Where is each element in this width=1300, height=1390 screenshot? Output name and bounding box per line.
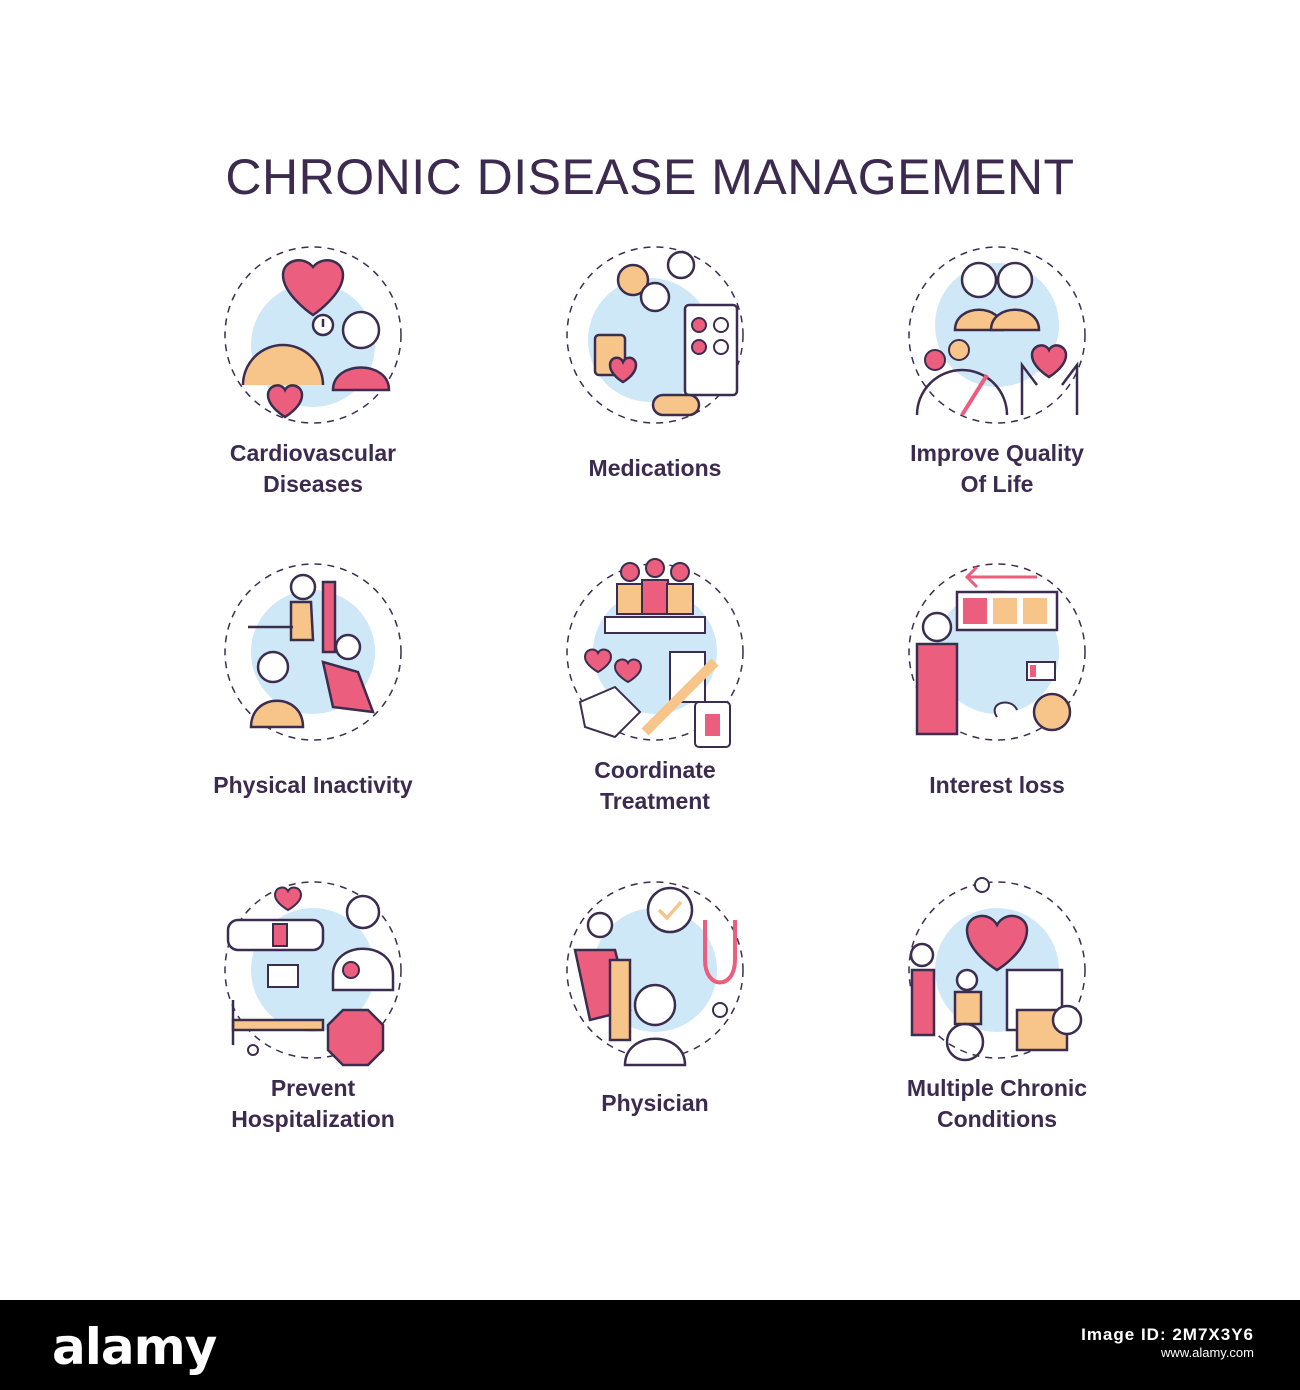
label-line: Cardiovascular [229,440,397,466]
concept-card-physician: Physician [485,870,825,1170]
concept-card-physical-inactivity: Physical Inactivity [143,552,483,852]
label-line: Of Life [960,471,1034,497]
concept-card-interest-loss: Interest loss [827,552,1167,852]
image-id: Image ID: 2M7X3Y6 [1081,1325,1254,1344]
label-line: Hospitalization [231,1106,395,1132]
label-line: Improve Quality [910,440,1084,466]
couple-gauge-icon [908,246,1086,424]
label-line: Multiple Chronic [906,1075,1088,1101]
pills-vitamins-icon [566,246,744,424]
label-line: Treatment [600,788,710,814]
concept-card-medications: Medications [485,235,825,535]
sitting-people-icon [224,563,402,741]
concept-card-multiple-chronic-conditions: Multiple Chronic Conditions [827,870,1167,1170]
label-line: Medications [588,455,722,481]
label-line: Physician [601,1090,709,1116]
wheelchair-heart-icon [908,877,1086,1062]
team-syringe-icon [566,558,744,748]
concept-card-coordinate-treatment: Coordinate Treatment [485,552,825,852]
label-line: Coordinate [594,757,716,783]
concept-card-cardiovascular: Cardiovascular Diseases [143,235,483,535]
low-battery-person-icon [908,563,1086,741]
concept-card-prevent-hospitalization: Prevent Hospitalization [143,870,483,1170]
heart-speedometer-icon [224,246,402,424]
page-title: CHRONIC DISEASE MANAGEMENT [225,149,1075,205]
label-line: Physical Inactivity [213,772,413,798]
image-id-block: Image ID: 2M7X3Y6 www.alamy.com [1081,1326,1254,1362]
doctor-stethoscope-icon [566,881,744,1067]
alamy-logo: alamy [52,1318,217,1376]
label-line: Interest loss [929,772,1065,798]
site-url: www.alamy.com [1161,1345,1254,1360]
hospital-bed-icon [224,881,402,1067]
concept-card-quality-of-life: Improve Quality Of Life [827,235,1167,535]
icon-grid: Cardiovascular Diseases Medications [143,235,1167,1170]
label-line: Diseases [263,471,363,497]
label-line: Conditions [936,1106,1058,1132]
label-line: Prevent [270,1075,356,1101]
watermark-footer: alamy Image ID: 2M7X3Y6 www.alamy.com [0,1300,1300,1390]
